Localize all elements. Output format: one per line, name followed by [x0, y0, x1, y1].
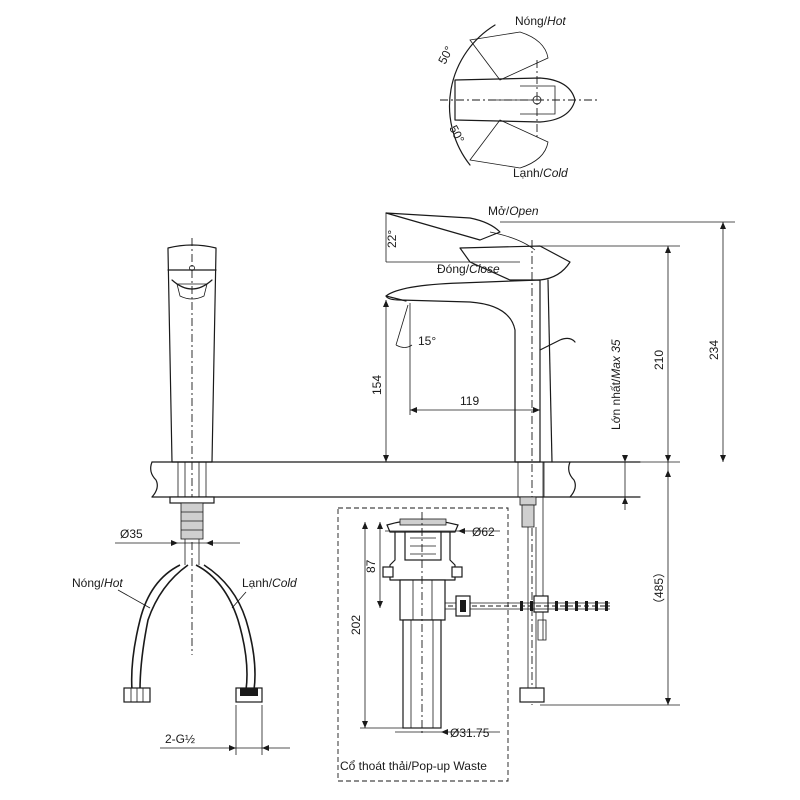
angle-50-bottom: 50°: [446, 123, 467, 146]
dim-max-thickness: Lớn nhất/Max 35: [609, 339, 623, 430]
handle-hot-label: Nóng/Hot: [515, 14, 566, 28]
handle-cold-label: Lạnh/Cold: [513, 166, 568, 180]
front-hot-label: Nóng/Hot: [72, 576, 123, 590]
popup-waste-caption: Cổ thoát thải/Pop-up Waste: [340, 759, 487, 773]
angle-50-top: 50°: [435, 44, 456, 67]
angle-22: 22°: [385, 230, 399, 248]
front-cold-label: Lạnh/Cold: [242, 576, 297, 590]
dim-210: 210: [652, 350, 666, 370]
side-view: 22° 15° Mở/Open Đóng/Close 154 119: [370, 204, 735, 706]
dim-flange-62: Ø62: [472, 525, 495, 539]
handle-top-view: 50° 50° Nóng/Hot Lạnh/Cold: [435, 14, 600, 180]
dim-234: 234: [707, 340, 721, 360]
dim-202: 202: [349, 615, 363, 635]
dim-spout-height: 154: [370, 375, 384, 395]
popup-waste-detail: Ø62 87 202 Ø31.75 Cổ thoát thải/Pop-up W…: [337, 507, 509, 782]
open-label: Mở/Open: [488, 204, 539, 218]
front-view: Ø35 Nóng/Hot Lạnh/Cold 2-G½: [72, 238, 641, 755]
dim-shank-diameter: Ø35: [120, 527, 143, 541]
dim-reach: 119: [460, 394, 479, 408]
dim-tailpipe-31: Ø31.75: [450, 726, 490, 740]
dim-thread-size: 2-G½: [165, 732, 195, 746]
dim-485: （485）: [652, 566, 666, 610]
dim-87: 87: [364, 559, 378, 573]
close-label: Đóng/Close: [437, 262, 500, 276]
angle-15: 15°: [418, 334, 436, 348]
